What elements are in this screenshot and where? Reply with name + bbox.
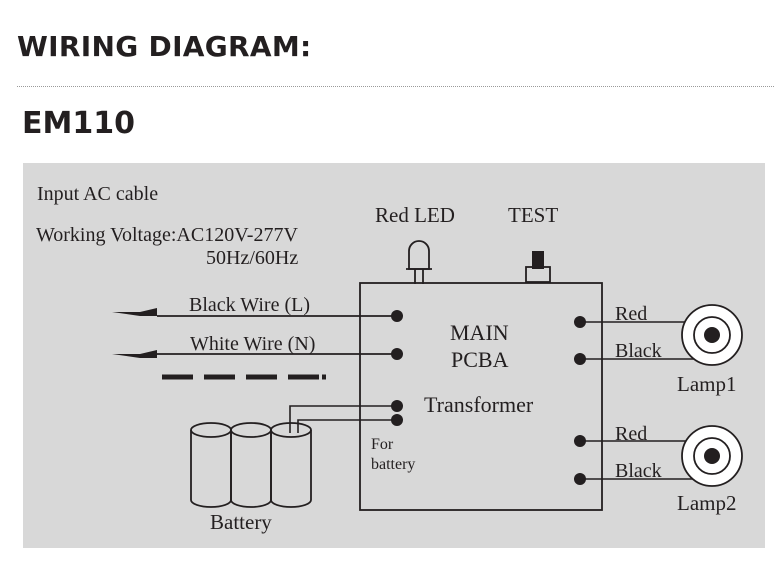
battery-wires <box>289 405 397 433</box>
main-pcba-box <box>359 282 603 511</box>
battery-label: Battery <box>210 510 272 534</box>
lamp2-label: Lamp2 <box>677 491 736 515</box>
for-label: For <box>371 436 394 453</box>
lamp1-label: Lamp1 <box>677 372 736 396</box>
input-ac-cable-label: Input AC cable <box>37 183 158 205</box>
frequency-label: 50Hz/60Hz <box>206 247 298 269</box>
lamp1-red-label: Red <box>615 303 647 325</box>
main-label: MAIN <box>450 320 509 345</box>
white-wire-label: White Wire (N) <box>190 333 315 355</box>
lamp2-red-label: Red <box>615 423 647 445</box>
dotted-divider <box>17 86 774 87</box>
pcba-label: PCBA <box>451 347 509 372</box>
lamp1-black-label: Black <box>615 340 662 362</box>
lamp2-black-label: Black <box>615 460 662 482</box>
test-button-icon <box>525 251 551 283</box>
lamp2-wires <box>580 440 700 480</box>
black-wire <box>112 308 403 322</box>
battery-terminal-1 <box>391 400 403 412</box>
red-led-label: Red LED <box>375 203 455 227</box>
lamp2-icon <box>681 425 743 487</box>
transformer-label: Transformer <box>424 392 534 417</box>
lamp1-icon <box>681 304 743 366</box>
working-voltage-label: Working Voltage:AC120V-277V <box>36 224 298 246</box>
lamp1-wires <box>580 321 700 360</box>
battery-pack-icon <box>190 422 312 508</box>
white-wire <box>112 348 403 360</box>
red-led-icon <box>406 240 432 284</box>
for-battery-label: battery <box>371 456 415 473</box>
black-wire-label: Black Wire (L) <box>189 294 310 316</box>
battery-terminal-2 <box>391 414 403 426</box>
model-title: EM110 <box>22 106 135 141</box>
test-label: TEST <box>508 203 558 227</box>
page-title: WIRING DIAGRAM: <box>17 30 312 63</box>
